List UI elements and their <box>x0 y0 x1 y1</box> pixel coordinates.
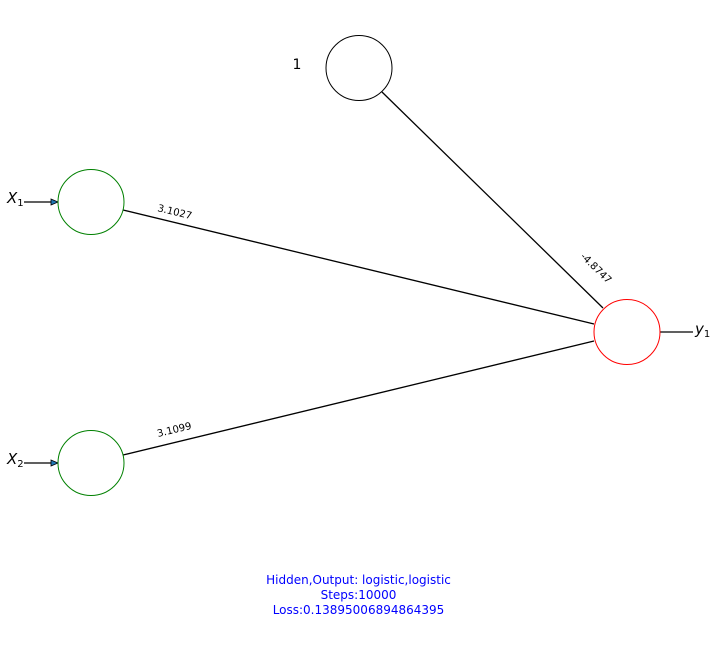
output-node-y1 <box>593 299 661 365</box>
input-arrowhead-x1 <box>50 198 60 206</box>
input-arrowhead-x2 <box>50 459 60 467</box>
input-node-x1 <box>57 169 125 235</box>
input-label-x2: X2 <box>6 450 24 470</box>
weight-label-bias: -4.8747 <box>578 251 613 286</box>
bias-label: 1 <box>293 57 302 73</box>
output-label-y1: y1 <box>694 320 710 340</box>
weight-label-x2: 3.1099 <box>156 421 193 440</box>
info-activations: Hidden,Output: logistic,logistic <box>266 573 451 587</box>
bias-node <box>325 35 393 101</box>
info-loss: Loss:0.13895006894864395 <box>272 603 445 617</box>
info-steps: Steps:10000 <box>320 588 397 602</box>
input-label-x1: X1 <box>6 189 24 209</box>
input-node-x2 <box>57 430 125 496</box>
edge-x2-to-y1 <box>122 340 595 456</box>
edge-bias-to-y1 <box>381 91 604 309</box>
edge-x1-to-y1 <box>122 209 595 325</box>
